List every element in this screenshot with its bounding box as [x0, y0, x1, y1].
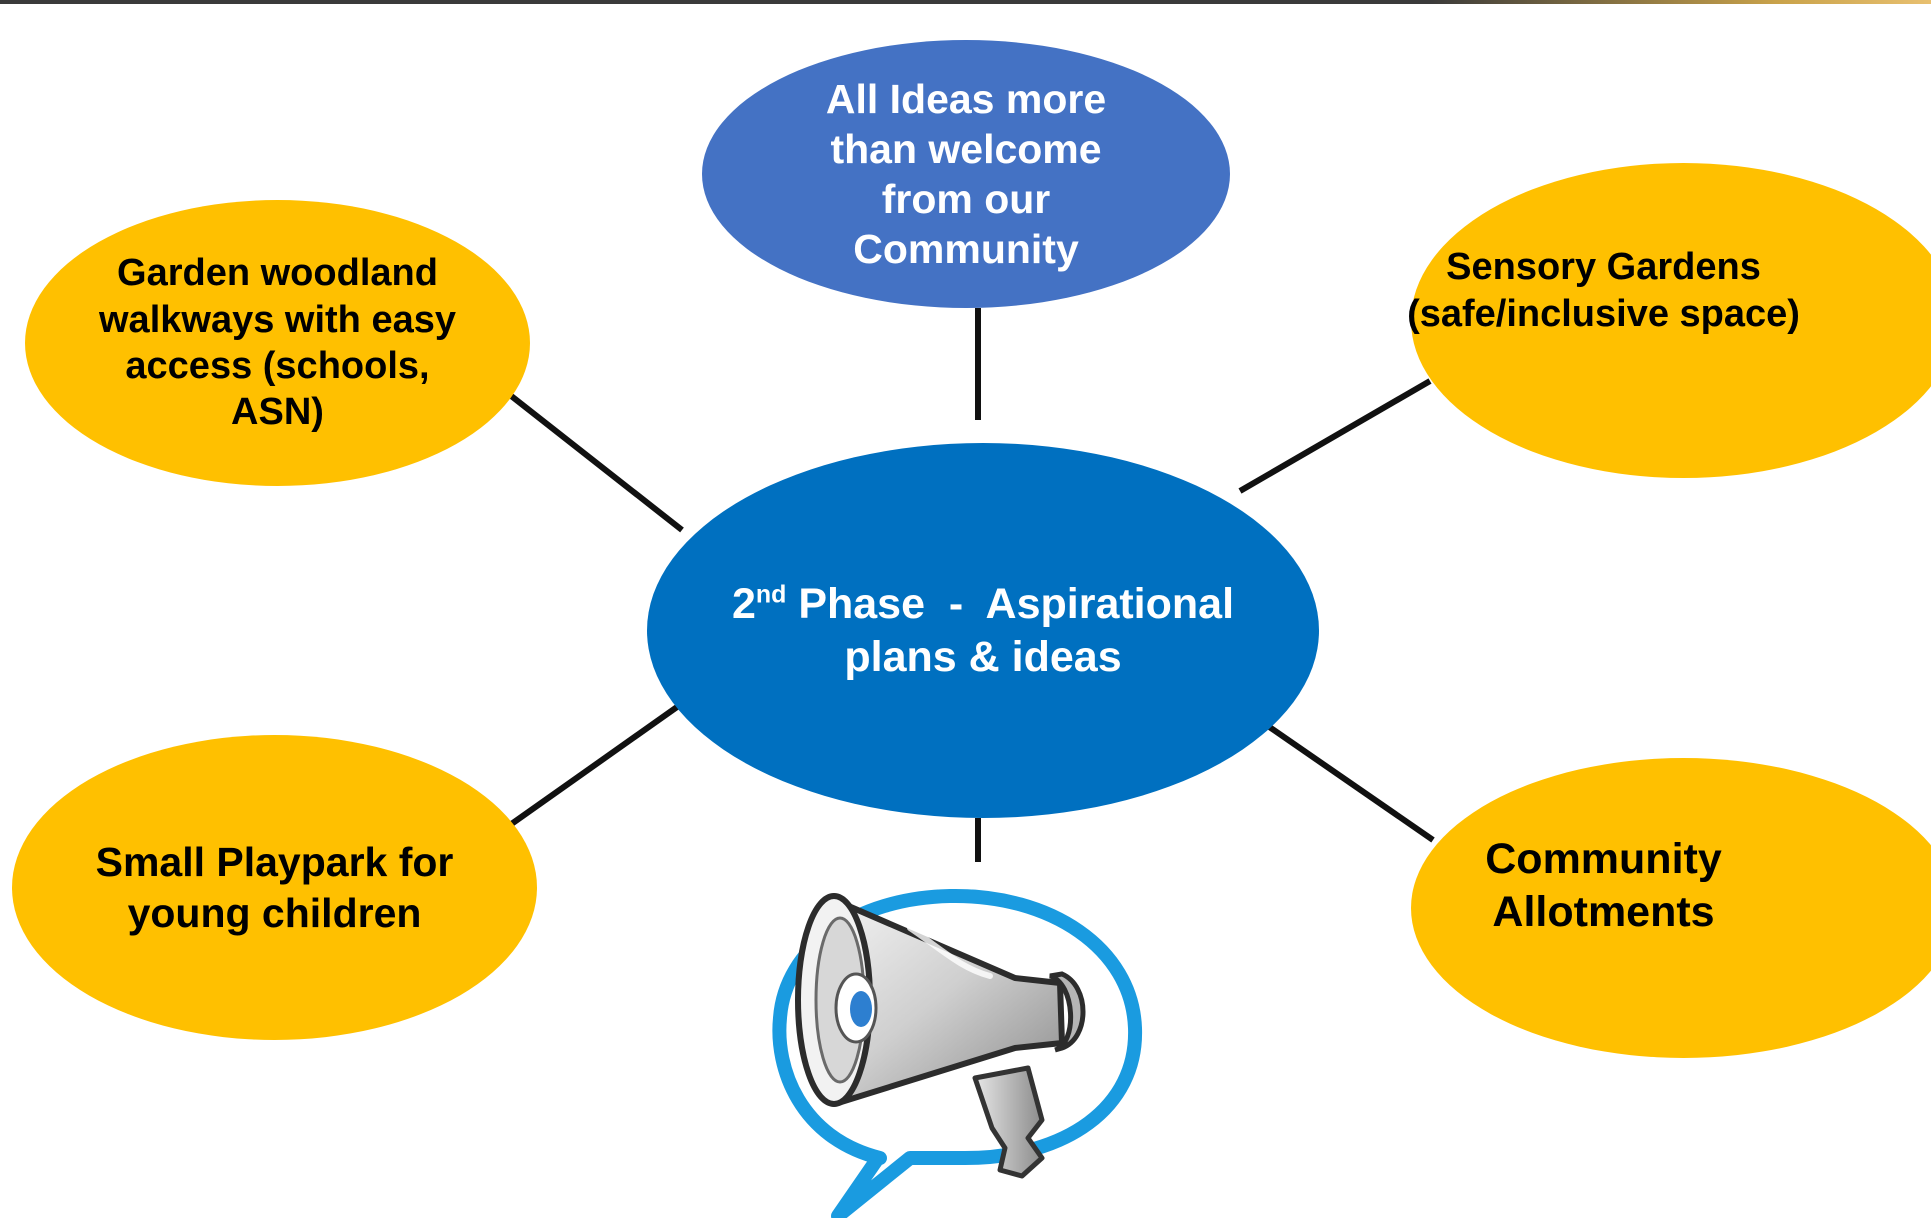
megaphone-illustration	[772, 888, 1143, 1218]
node-top-line-3: from our	[881, 176, 1051, 222]
node-bottom-left-line-2: young children	[127, 889, 422, 936]
node-sensory-gardens: Sensory Gardens (safe/inclusive space)	[1407, 163, 1931, 478]
node-top-right-line-2: (safe/inclusive space)	[1407, 292, 1800, 335]
center-ordinal-suffix: nd	[755, 580, 787, 609]
node-small-playpark: Small Playpark for young children	[12, 735, 537, 1040]
node-bottom-left-line-1: Small Playpark for	[95, 839, 454, 886]
node-community-allotments: Community Allotments	[1411, 758, 1931, 1058]
node-top-left-line-1: Garden woodland	[117, 252, 438, 295]
megaphone-icon	[795, 893, 1086, 1179]
node-center-phase: 2nd Phase - Aspirational plans & ideas	[647, 443, 1319, 818]
node-garden-woodland: Garden woodland walkways with easy acces…	[25, 200, 530, 486]
node-top-line-1: All Ideas more	[825, 75, 1107, 122]
connector-top-right	[1238, 378, 1432, 494]
speech-bubble-icon	[772, 888, 1143, 1218]
center-ordinal: 2	[731, 580, 756, 629]
node-top-left-line-4: ASN)	[231, 391, 324, 434]
node-bottom-right-line-1: Community	[1485, 835, 1722, 884]
node-top-left-line-3: access (schools,	[125, 345, 430, 387]
node-top-line-2: than welcome	[830, 125, 1102, 172]
node-top-all-ideas: All Ideas more than welcome from our Com…	[702, 40, 1230, 308]
connector-top-left	[508, 392, 684, 533]
connector-bottom-left	[508, 704, 679, 828]
center-line-1-rest: Phase - Aspirational	[786, 580, 1235, 629]
node-center-line-2: plans & ideas	[844, 632, 1122, 681]
node-top-left-line-2: walkways with easy	[99, 298, 456, 341]
node-top-right-line-1: Sensory Gardens	[1446, 246, 1761, 289]
connector-bottom-right	[1266, 723, 1435, 843]
node-bottom-right-line-2: Allotments	[1492, 887, 1715, 936]
top-rule	[0, 0, 1931, 4]
node-top-line-4: Community	[853, 226, 1079, 273]
node-center-line-1: 2nd Phase - Aspirational	[732, 578, 1234, 630]
